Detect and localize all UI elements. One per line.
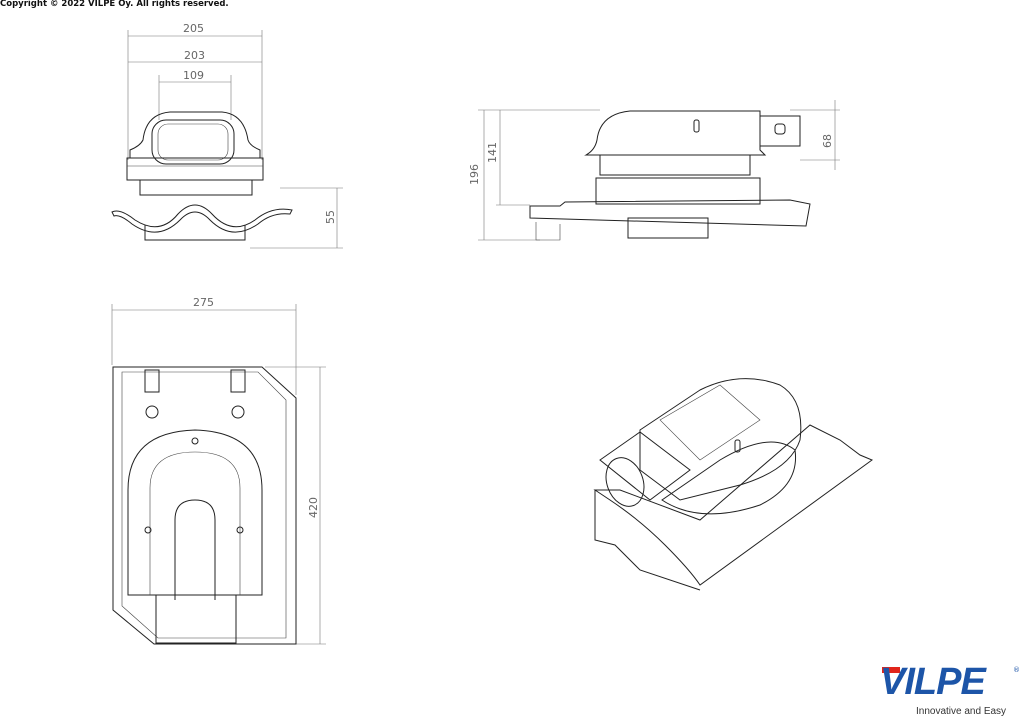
logo-tagline: Innovative and Easy xyxy=(916,706,1007,717)
dim-68: 68 xyxy=(821,134,834,148)
dim-55: 55 xyxy=(324,210,337,224)
dimension-lines-front xyxy=(127,30,343,249)
registered-mark: ® xyxy=(1013,666,1020,674)
dim-205: 205 xyxy=(183,22,204,35)
dimension-lines-side xyxy=(478,100,840,241)
dim-203: 203 xyxy=(184,49,205,62)
copyright-notice: Copyright © 2022 VILPE Oy. All rights re… xyxy=(0,0,229,9)
dim-141: 141 xyxy=(486,142,499,163)
dim-196: 196 xyxy=(468,164,481,185)
logo-wordmark: VILPE xyxy=(880,661,986,703)
front-view: 205 203 109 55 xyxy=(111,22,343,249)
side-view: 196 141 68 xyxy=(468,100,840,241)
dimension-lines-top xyxy=(111,304,326,645)
isometric-view xyxy=(593,378,874,591)
dim-109: 109 xyxy=(183,69,204,82)
top-view: 275 420 xyxy=(111,296,326,645)
dim-275: 275 xyxy=(193,296,214,309)
vilpe-logo: VILPE ® Innovative and Easy xyxy=(876,660,1024,719)
dim-420: 420 xyxy=(307,497,320,518)
logo-red-accent xyxy=(882,667,900,673)
